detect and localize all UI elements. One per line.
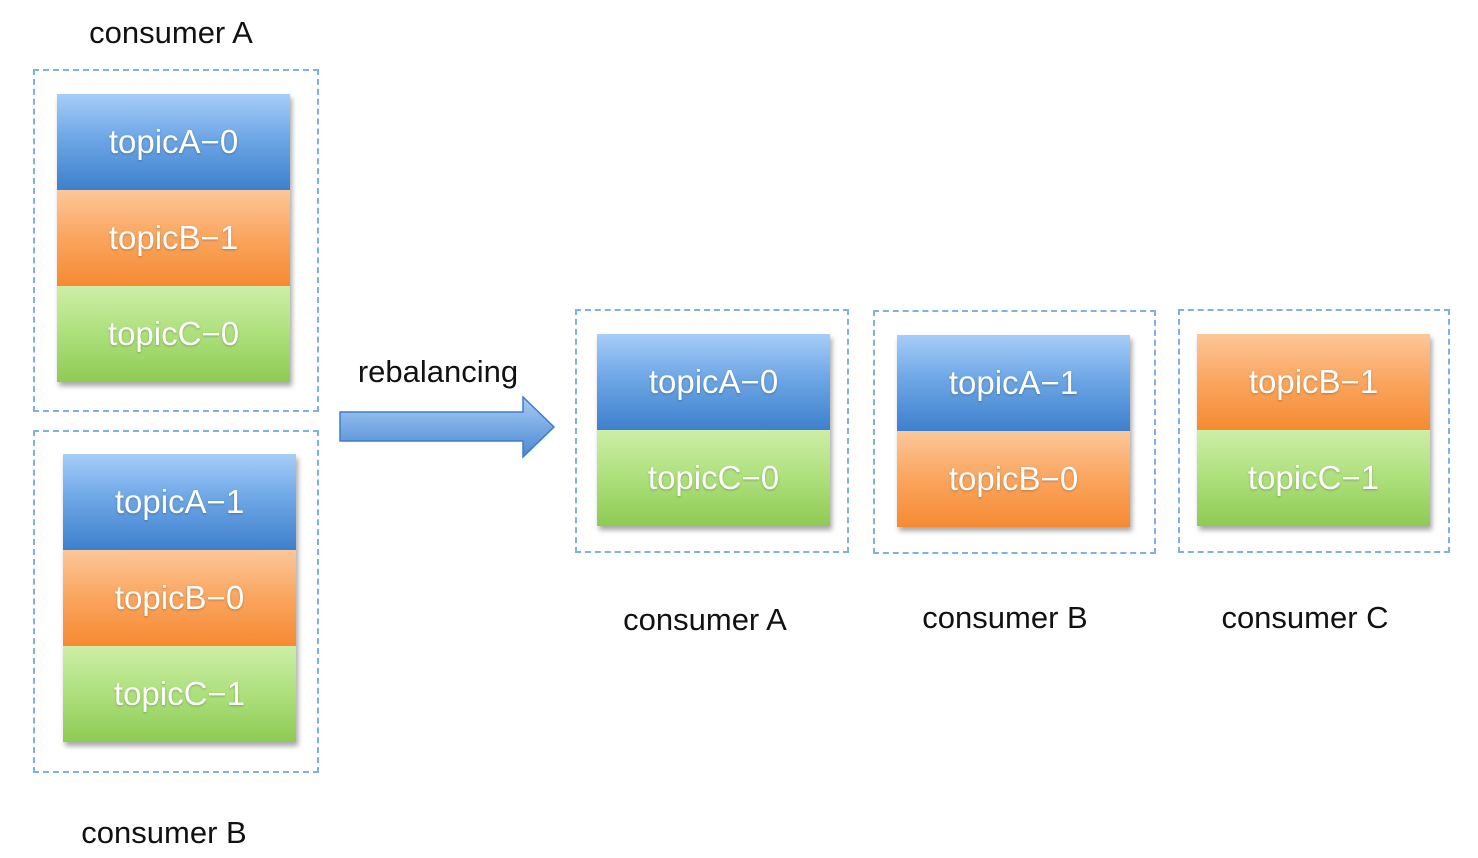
- before-consumer-a-label: consumer A: [89, 15, 253, 50]
- after-consumer-c-group: [1178, 309, 1450, 553]
- before-consumer-b-label: consumer B: [81, 815, 247, 850]
- partition-topica-1: topicA−1: [63, 454, 296, 550]
- partition-topicb-0: topicB−0: [897, 431, 1130, 527]
- before-consumer-b-stack: topicA−1 topicB−0 topicC−1: [63, 454, 296, 742]
- partition-topicc-0: topicC−0: [597, 430, 830, 526]
- rebalancing-label: rebalancing: [357, 354, 519, 389]
- after-consumer-b-group: [873, 310, 1156, 554]
- partition-topicb-1: topicB−1: [57, 190, 290, 286]
- after-consumer-b-label: consumer B: [922, 600, 1088, 635]
- before-consumer-a-stack: topicA−0 topicB−1 topicC−0: [57, 94, 290, 382]
- partition-topicb-0: topicB−0: [63, 550, 296, 646]
- after-consumer-c-stack: topicB−1 topicC−1: [1197, 334, 1430, 526]
- right-arrow-icon: [339, 395, 556, 459]
- partition-topica-0: topicA−0: [597, 334, 830, 430]
- after-consumer-b-stack: topicA−1 topicB−0: [897, 335, 1130, 527]
- partition-topicc-1: topicC−1: [63, 646, 296, 742]
- partition-topicb-1: topicB−1: [1197, 334, 1430, 430]
- before-consumer-b-group: [33, 430, 319, 773]
- after-consumer-a-group: [575, 309, 849, 553]
- partition-topica-0: topicA−0: [57, 94, 290, 190]
- partition-topicc-0: topicC−0: [57, 286, 290, 382]
- before-consumer-a-group: [33, 69, 319, 412]
- partition-topicc-1: topicC−1: [1197, 430, 1430, 526]
- after-consumer-c-label: consumer C: [1221, 600, 1389, 635]
- after-consumer-a-stack: topicA−0 topicC−0: [597, 334, 830, 526]
- partition-topica-1: topicA−1: [897, 335, 1130, 431]
- after-consumer-a-label: consumer A: [623, 602, 787, 637]
